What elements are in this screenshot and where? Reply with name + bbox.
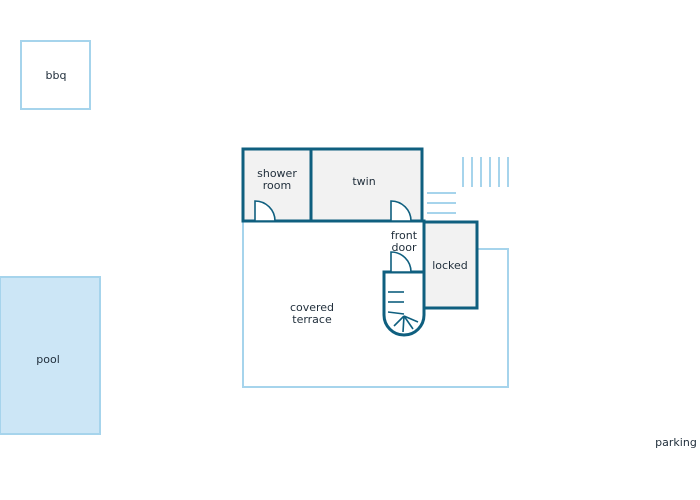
parking-label: parking: [655, 436, 697, 449]
door-swing-icon: [390, 200, 412, 222]
bbq-outline: [20, 40, 91, 110]
front-door-label-line1: front: [391, 229, 418, 242]
terrace-outline: [242, 221, 509, 388]
shower-room-label-line1: shower: [257, 167, 297, 180]
spiral-staircase-icon: [382, 270, 426, 337]
shower-room: shower room: [241, 147, 313, 223]
shower-room-label-line2: room: [263, 179, 291, 192]
covered-terrace: covered terrace: [242, 221, 509, 388]
locked-room-outline: [422, 220, 479, 310]
entry-steps-icon: [427, 192, 456, 214]
covered-terrace-label-line1: covered: [290, 301, 334, 314]
twin-label: twin: [352, 175, 375, 188]
pool-label: pool: [36, 353, 60, 366]
pool-area: pool: [0, 276, 101, 435]
bbq-label: bbq: [46, 69, 67, 82]
bbq-area: bbq: [20, 40, 91, 110]
locked-label: locked: [432, 259, 468, 272]
front-door-label-line2: door: [392, 241, 417, 254]
locked-room: locked: [422, 220, 479, 310]
door-swing-icon: [254, 200, 276, 222]
door-swing-icon: [390, 251, 412, 273]
covered-terrace-label-line2: terrace: [292, 313, 332, 326]
pool-outline: [0, 276, 101, 435]
outdoor-steps-icon: [462, 157, 509, 187]
